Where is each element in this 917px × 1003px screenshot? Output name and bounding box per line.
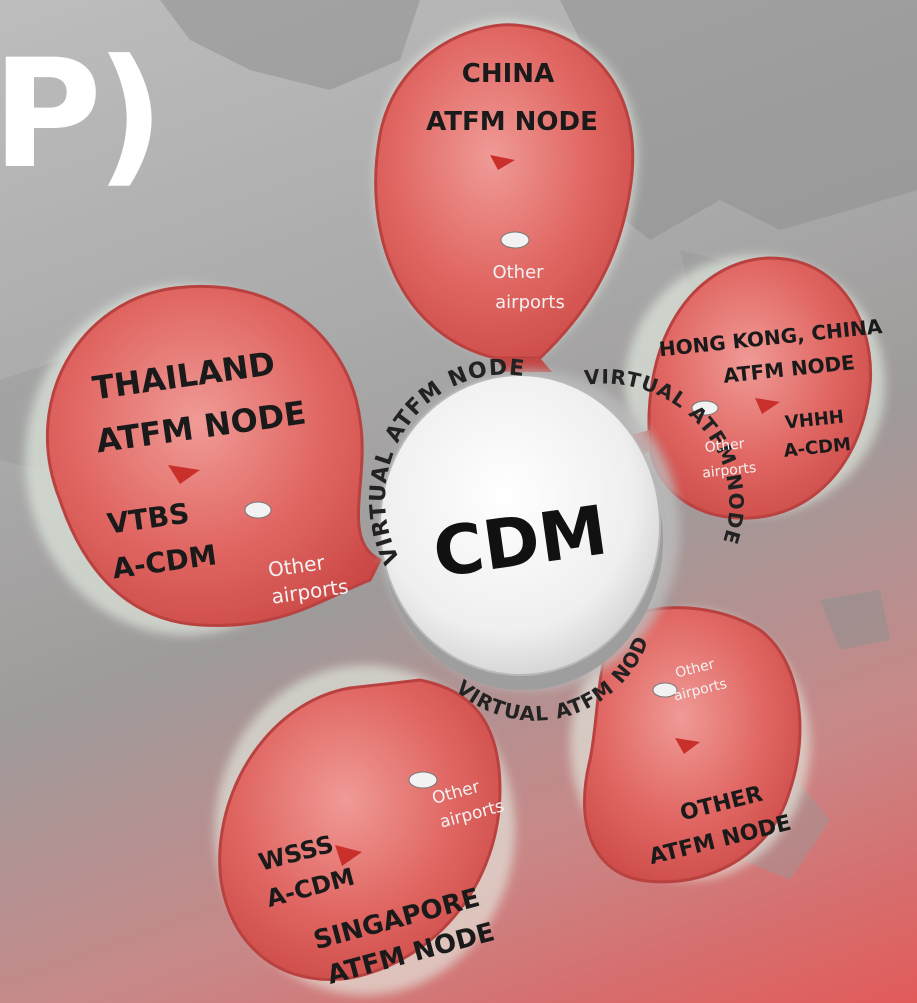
acdm-marker-icon	[168, 465, 200, 484]
china-other-1: Other	[492, 262, 544, 283]
airport-marker-icon	[244, 501, 272, 519]
china-title-2: ATFM NODE	[426, 107, 598, 137]
china-title-1: CHINA	[462, 59, 554, 89]
cdm-hub	[379, 370, 680, 690]
petal-thailand	[45, 285, 383, 628]
petal-singapore	[218, 678, 502, 981]
china-other-2: airports	[495, 292, 565, 313]
hongkong-other-1: Other	[704, 436, 745, 456]
acdm-marker-icon	[755, 398, 780, 414]
corner-title-fragment: P)	[0, 28, 164, 202]
hongkong-other-2: airports	[701, 460, 757, 482]
acdm-marker-icon	[490, 155, 515, 170]
marker-icons	[168, 155, 780, 866]
airport-marker-icon	[691, 400, 719, 416]
airport-marker-icon	[500, 231, 530, 249]
acdm-marker-icon	[335, 845, 362, 866]
petal-china	[374, 23, 635, 372]
airport-marker-icon	[652, 682, 678, 698]
china-node-labels: CHINA ATFM NODE Other airports	[426, 59, 598, 313]
airport-marker-icon	[408, 771, 438, 789]
acdm-marker-icon	[675, 738, 700, 754]
